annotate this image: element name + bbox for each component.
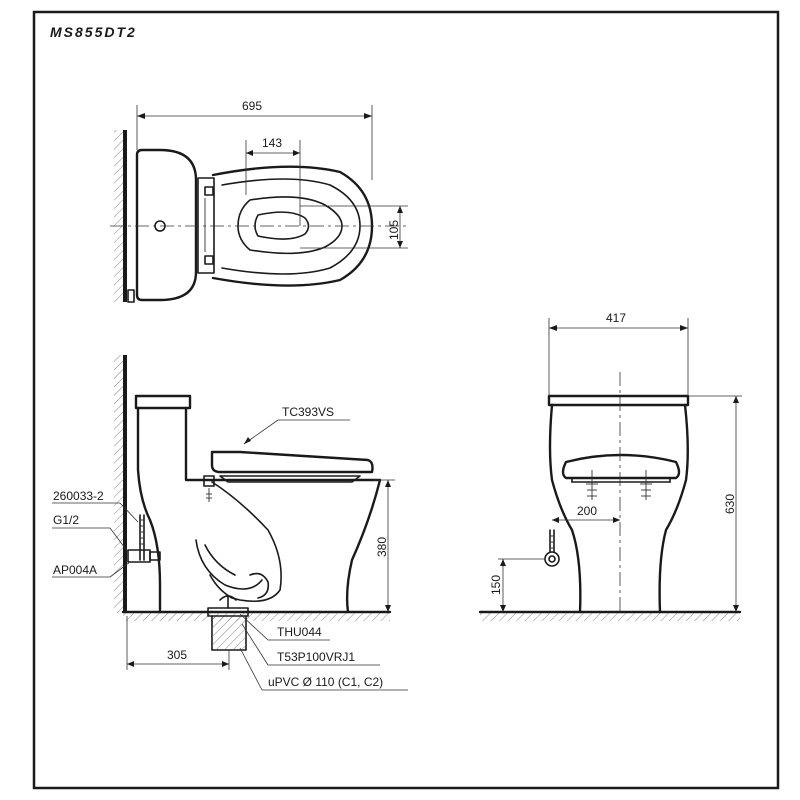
label-angle-valve: AP004A xyxy=(53,563,97,577)
bowl-rim-top xyxy=(221,178,361,275)
dim-supply-offset: 200 xyxy=(577,504,597,518)
front-view: 417 630 150 200 xyxy=(478,311,742,621)
hinge-bolt-left xyxy=(586,470,598,500)
hinge-bolt-right xyxy=(640,470,652,500)
label-drain-pipe: uPVC Ø 110 (C1, C2) xyxy=(268,675,383,689)
label-flange-part: THU044 xyxy=(277,625,322,639)
supply-valve-front xyxy=(544,551,560,567)
model-title: MS855DT2 xyxy=(50,24,137,40)
dim-supply-height: 150 xyxy=(489,575,503,595)
tank-lid-side xyxy=(134,394,192,410)
label-valve-part: 260033-2 xyxy=(53,489,104,503)
label-supply-thread: G1/2 xyxy=(53,513,79,527)
seat-front xyxy=(561,453,681,480)
dim-overall-height: 630 xyxy=(723,494,737,514)
dim-overall-width: 417 xyxy=(606,311,626,325)
seat-hinge xyxy=(197,177,215,274)
wall-side-view xyxy=(123,355,127,613)
dim-seat-opening: 143 xyxy=(262,136,282,150)
dim-outlet-offset: 105 xyxy=(387,220,401,240)
wall-top-view xyxy=(123,130,127,302)
tank-top-front xyxy=(547,394,690,407)
seat-side xyxy=(210,450,374,474)
label-outlet-part: T53P100VRJ1 xyxy=(277,650,355,664)
water-spot-top xyxy=(254,211,310,240)
tank-outline-top xyxy=(135,148,198,302)
label-seat-part: TC393VS xyxy=(282,405,334,419)
top-view: 695 143 105 xyxy=(110,99,410,303)
dim-seat-height: 380 xyxy=(375,537,389,557)
dim-overall-depth: 695 xyxy=(242,99,262,113)
dim-rough-in: 305 xyxy=(167,648,187,662)
side-view: 380 305 TC393VS 260033-2 G1/2 AP004A THU… xyxy=(52,355,408,691)
angle-valve xyxy=(127,549,151,563)
drawing-frame xyxy=(32,10,780,790)
toilet-body-side xyxy=(136,406,382,614)
trapway-side xyxy=(209,481,282,603)
bowl-opening-top xyxy=(237,196,343,255)
toilet-body-front xyxy=(548,403,689,614)
